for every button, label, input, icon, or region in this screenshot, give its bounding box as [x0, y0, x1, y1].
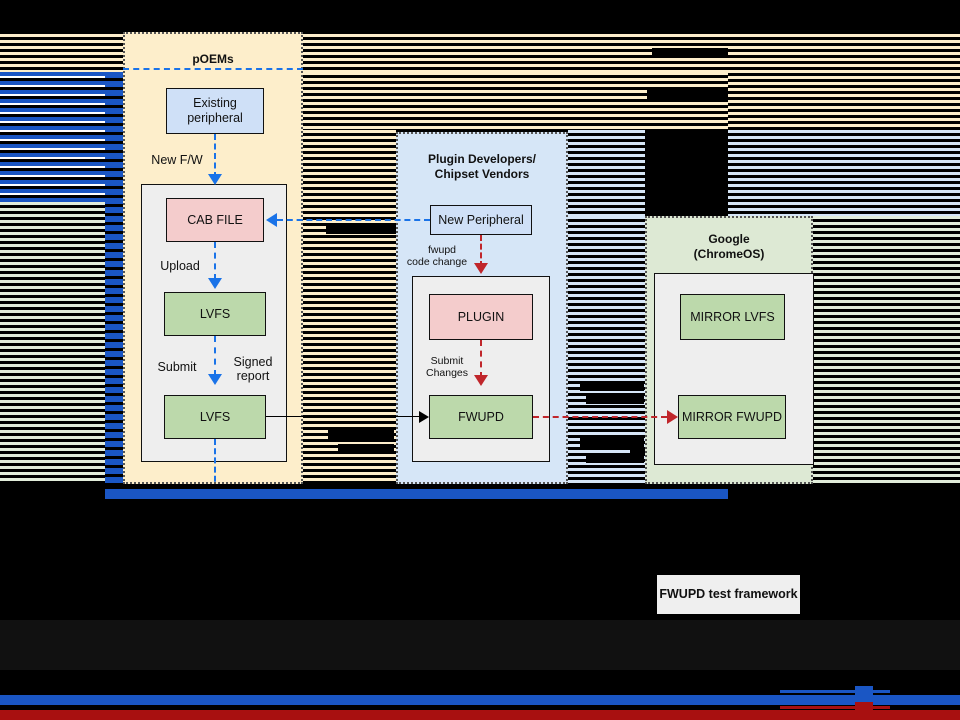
render-artifact-band — [568, 130, 645, 216]
render-artifact-block — [580, 381, 644, 391]
render-artifact-band — [0, 202, 108, 484]
arrowhead-lvfs-to-fwupd — [419, 411, 429, 423]
artifact-bar-blue-thin — [105, 485, 728, 489]
arrowhead-new-fw — [208, 174, 222, 185]
panel-plugin-title-line1: Plugin Developers/ — [427, 152, 537, 166]
node-fwupd-label: FWUPD — [458, 409, 504, 424]
edge-label-new-fw: New F/W — [151, 153, 203, 167]
node-plugin-label: PLUGIN — [457, 309, 505, 324]
edge-fwupd-to-mirror — [533, 416, 667, 418]
edge-poems-divider — [123, 68, 303, 70]
node-cab-file[interactable]: CAB FILE — [166, 198, 264, 242]
node-mirror-fwupd[interactable]: MIRROR FWUPD — [678, 395, 786, 439]
edge-label-submit: Submit — [157, 360, 197, 374]
edge-submit-changes — [480, 340, 482, 378]
render-artifact-band — [728, 130, 960, 216]
render-artifact-band — [0, 72, 108, 202]
legend-line-red-short — [780, 706, 890, 709]
legend-marker-blue — [855, 686, 873, 700]
node-mirror-fwupd-label: MIRROR FWUPD — [682, 409, 782, 424]
edge-new-fw — [214, 134, 216, 178]
node-existing-peripheral-label-line2: peripheral — [187, 111, 243, 125]
arrowhead-fwupd-code-change — [474, 263, 488, 274]
arrowhead-submit-changes — [474, 375, 488, 386]
render-artifact-band — [303, 72, 728, 130]
arrowhead-upload — [208, 278, 222, 289]
legend-line-blue-short — [780, 690, 890, 693]
node-fwupd-test-framework[interactable]: FWUPD test framework — [657, 575, 800, 614]
node-lvfs-upload[interactable]: LVFS — [164, 292, 266, 336]
edge-lvfs-out — [214, 439, 216, 491]
node-plugin[interactable]: PLUGIN — [429, 294, 533, 340]
render-artifact-block — [652, 48, 728, 56]
edge-lvfs-to-fwupd — [266, 416, 419, 417]
panel-poems-title: pOEMs — [192, 52, 234, 66]
node-new-peripheral-label: New Peripheral — [438, 212, 524, 227]
render-artifact-band — [0, 34, 123, 72]
edge-label-code-change-line2: code change — [406, 256, 468, 268]
legend-line-blue-main — [0, 695, 960, 705]
node-lvfs-submit[interactable]: LVFS — [164, 395, 266, 439]
arrowhead-new-peripheral-to-cab — [266, 213, 277, 227]
edge-label-code-change-line1: fwupd — [427, 244, 457, 256]
node-existing-peripheral[interactable]: Existing peripheral — [166, 88, 264, 134]
edge-label-submit-changes-line1: Submit — [430, 355, 464, 367]
render-artifact-band — [105, 72, 123, 484]
edge-fwupd-code-change — [480, 235, 482, 267]
render-artifact-block — [338, 444, 394, 454]
node-fwupd[interactable]: FWUPD — [429, 395, 533, 439]
panel-plugin-title-line2: Chipset Vendors — [434, 167, 530, 181]
node-new-peripheral[interactable]: New Peripheral — [430, 205, 532, 235]
arrowhead-fwupd-to-mirror — [667, 410, 678, 424]
arrowhead-submit — [208, 374, 222, 385]
render-artifact-band — [813, 216, 960, 484]
render-artifact-block — [647, 90, 728, 100]
edge-upload — [214, 242, 216, 280]
node-cab-file-label: CAB FILE — [187, 212, 243, 227]
node-fwupd-test-framework-label: FWUPD test framework — [659, 587, 798, 601]
edge-label-upload: Upload — [160, 259, 200, 273]
artifact-region-dark — [0, 620, 960, 670]
render-artifact-block — [580, 438, 644, 448]
legend-line-red-main — [0, 710, 960, 720]
edge-label-signed-report-line1: Signed — [233, 355, 273, 369]
panel-google-title-line2: (ChromeOS) — [693, 247, 765, 261]
render-artifact-block — [328, 429, 394, 439]
edge-submit — [214, 336, 216, 376]
node-mirror-lvfs-label: MIRROR LVFS — [690, 309, 775, 324]
node-existing-peripheral-label-line1: Existing — [193, 96, 237, 110]
node-mirror-lvfs[interactable]: MIRROR LVFS — [680, 294, 785, 340]
render-artifact-band — [728, 34, 960, 130]
node-lvfs-submit-label: LVFS — [199, 409, 231, 424]
node-lvfs-upload-label: LVFS — [199, 306, 231, 321]
edge-new-peripheral-to-cab — [277, 219, 430, 221]
render-artifact-block — [586, 396, 644, 404]
render-artifact-block — [586, 455, 644, 463]
edge-label-submit-changes-line2: Changes — [425, 367, 469, 379]
artifact-bar-blue — [105, 489, 728, 499]
panel-google-title-line1: Google — [708, 232, 750, 246]
render-artifact-block — [326, 226, 396, 234]
edge-label-signed-report-line2: report — [236, 369, 270, 383]
